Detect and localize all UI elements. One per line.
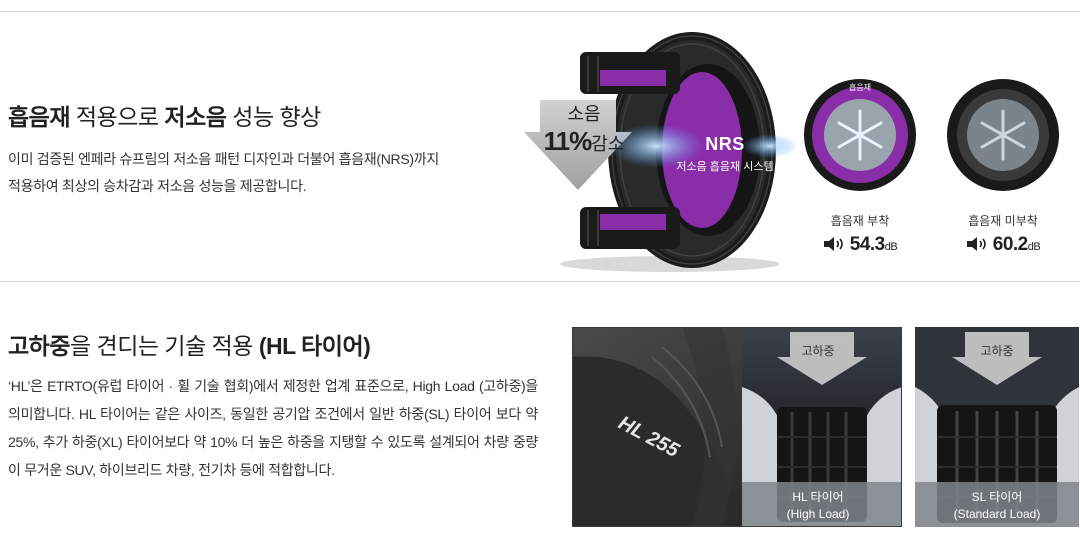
nrs-system-label: NRS 저소음 흡음재 시스템: [676, 134, 774, 173]
section1-title: 흡음재 적용으로 저소음 성능 향상: [8, 104, 321, 130]
sl-tire-caption: SL 타이어 (Standard Load): [953, 490, 1041, 521]
hl-tire-photo: HL 255: [572, 327, 902, 527]
top-divider: [0, 11, 1080, 12]
section1-description: 이미 검증된 엔페라 슈프림의 저소음 패턴 디자인과 더불어 흡음재(NRS)…: [8, 151, 439, 194]
hl-tire-caption: HL 타이어 (High Load): [786, 490, 850, 521]
speaker-icon: [966, 237, 986, 251]
foam-detached-disc-image: [947, 79, 1059, 191]
noise-reduction-label: 소음 11%감소: [543, 104, 625, 156]
foam-detached-db: 60.2dB: [938, 234, 1068, 256]
foam-attached-caption: 흡음재 부착: [830, 214, 890, 228]
foam-attached-db: 54.3dB: [795, 234, 925, 256]
speaker-icon: [823, 237, 843, 251]
section-divider: [0, 281, 1080, 282]
nrs-tire-cutaway-image: [524, 32, 798, 272]
foam-attached-disc-image: [804, 79, 916, 191]
snowflake-icon: [980, 109, 1026, 161]
foam-detached-caption: 흡음재 미부착: [968, 214, 1038, 228]
down-arrow-icon: [777, 332, 867, 385]
sl-load-label: 고하중: [980, 344, 1014, 358]
section2-description: ‘HL’은 ETRTO(유럽 타이어 · 휠 기술 협회)에서 제정한 업계 표…: [8, 378, 538, 478]
section2-title: 고하중을 견디는 기술 적용 (HL 타이어): [8, 333, 371, 359]
foam-badge: 흡음재: [848, 83, 872, 92]
down-arrow-icon: [952, 332, 1042, 385]
hl-load-label: 고하중: [801, 344, 835, 358]
snowflake-icon: [837, 109, 883, 161]
sl-tire-photo: [915, 327, 1079, 527]
